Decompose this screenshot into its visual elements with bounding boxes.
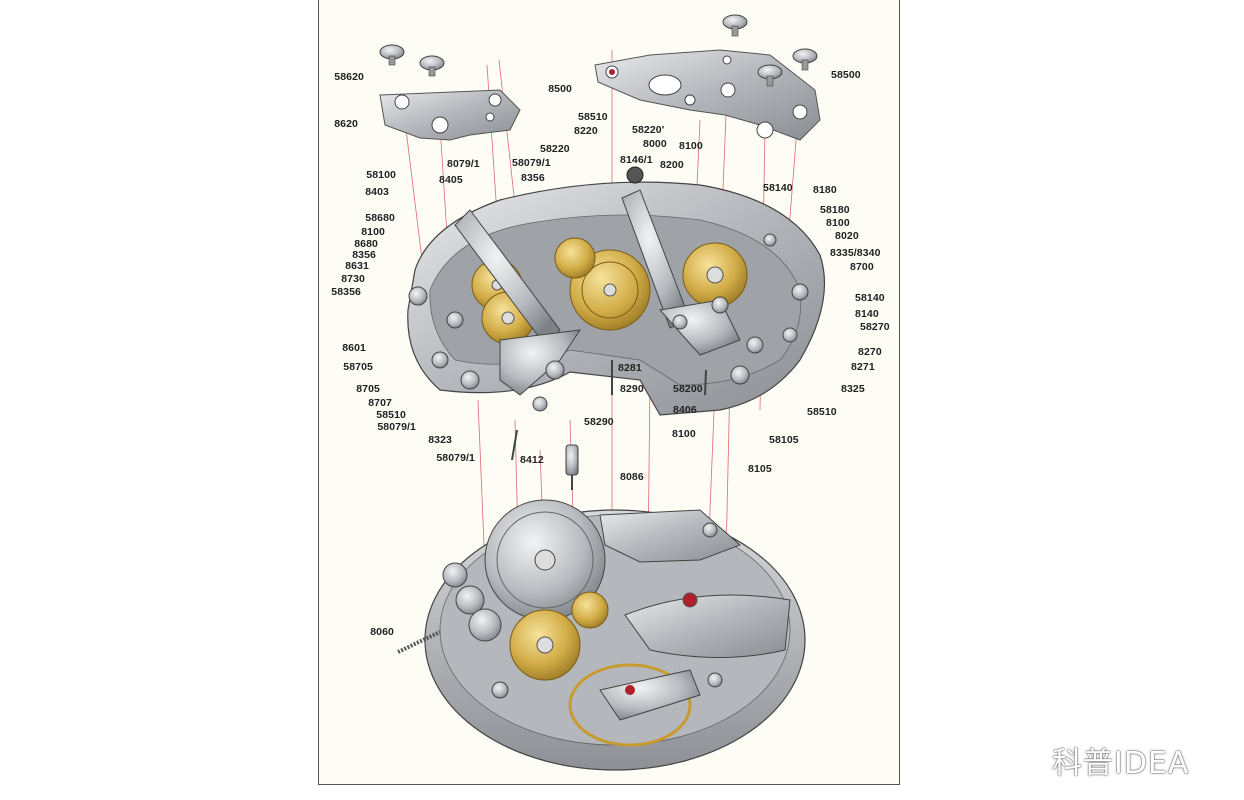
label-8271: 8271 bbox=[851, 361, 875, 373]
label-58270: 58270 bbox=[860, 321, 890, 333]
label-8601: 8601 bbox=[342, 342, 366, 354]
label-8707: 8707 bbox=[368, 397, 392, 409]
label-58510: 58510 bbox=[376, 409, 406, 421]
label-8079-1: 8079/1 bbox=[447, 158, 480, 170]
label-8631: 8631 bbox=[345, 260, 369, 272]
watermark: 科普IDEA bbox=[1052, 746, 1190, 781]
label-8270: 8270 bbox=[858, 346, 882, 358]
label-58500: 58500 bbox=[831, 69, 861, 81]
label-8403: 8403 bbox=[365, 186, 389, 198]
label-58140: 58140 bbox=[855, 292, 885, 304]
label-8100: 8100 bbox=[361, 226, 385, 238]
label-8100: 8100 bbox=[672, 428, 696, 440]
label-8356: 8356 bbox=[352, 249, 376, 261]
label-8100: 8100 bbox=[679, 140, 703, 152]
label-8500: 8500 bbox=[548, 83, 572, 95]
label-58140: 58140 bbox=[763, 182, 793, 194]
bridge-8500 bbox=[594, 49, 821, 141]
bridge-8620 bbox=[379, 89, 521, 141]
label-58180: 58180 bbox=[820, 204, 850, 216]
label-8060: 8060 bbox=[370, 626, 394, 638]
label-8335-8340: 8335/8340 bbox=[830, 247, 881, 259]
label-8405: 8405 bbox=[439, 174, 463, 186]
label-8020: 8020 bbox=[835, 230, 859, 242]
label-58105: 58105 bbox=[769, 434, 799, 446]
label-58220-prime: 58220' bbox=[632, 124, 665, 136]
label-8086: 8086 bbox=[620, 471, 644, 483]
label-8140: 8140 bbox=[855, 308, 879, 320]
label-58079-1: 58079/1 bbox=[377, 421, 416, 433]
label-8000: 8000 bbox=[643, 138, 667, 150]
label-58079-1: 58079/1 bbox=[512, 157, 551, 169]
label-58705: 58705 bbox=[343, 361, 373, 373]
label-58680: 58680 bbox=[365, 212, 395, 224]
label-8281: 8281 bbox=[618, 362, 642, 374]
label-8220: 8220 bbox=[574, 125, 598, 137]
label-58510: 58510 bbox=[807, 406, 837, 418]
screws-58620 bbox=[379, 44, 445, 77]
label-8290: 8290 bbox=[620, 383, 644, 395]
label-8356: 8356 bbox=[521, 172, 545, 184]
label-58079-1: 58079/1 bbox=[436, 452, 475, 464]
label-8100: 8100 bbox=[826, 217, 850, 229]
label-8325: 8325 bbox=[841, 383, 865, 395]
label-58200: 58200 bbox=[673, 383, 703, 395]
label-8700: 8700 bbox=[850, 261, 874, 273]
label-58620: 58620 bbox=[334, 71, 364, 83]
screws-58500 bbox=[722, 14, 818, 87]
label-58356: 58356 bbox=[331, 286, 361, 298]
label-58220: 58220 bbox=[540, 143, 570, 155]
label-8705: 8705 bbox=[356, 383, 380, 395]
base-movement bbox=[397, 499, 806, 771]
label-58290: 58290 bbox=[584, 416, 614, 428]
chronograph-module bbox=[407, 166, 826, 461]
label-8680: 8680 bbox=[354, 238, 378, 250]
label-8105: 8105 bbox=[748, 463, 772, 475]
label-8406: 8406 bbox=[673, 404, 697, 416]
label-8146-1: 8146/1 bbox=[620, 154, 653, 166]
label-8620: 8620 bbox=[334, 118, 358, 130]
label-8412: 8412 bbox=[520, 454, 544, 466]
part-8086 bbox=[565, 444, 579, 490]
label-8180: 8180 bbox=[813, 184, 837, 196]
label-8323: 8323 bbox=[428, 434, 452, 446]
label-8730: 8730 bbox=[341, 273, 365, 285]
label-58510: 58510 bbox=[578, 111, 608, 123]
label-58100: 58100 bbox=[366, 169, 396, 181]
label-8200: 8200 bbox=[660, 159, 684, 171]
